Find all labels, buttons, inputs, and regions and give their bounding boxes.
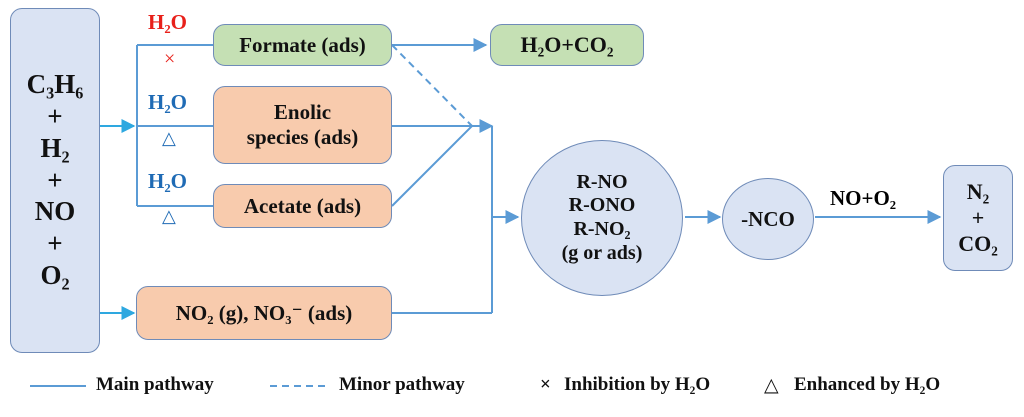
legend-main-label: Main pathway <box>96 374 214 395</box>
inhibition-symbol: × <box>164 48 176 70</box>
reagent-label: NO+O₂ <box>830 186 897 210</box>
rno2-label: R-NO₂ <box>573 218 631 240</box>
final-products-box: N₂ + CO₂ <box>943 165 1013 271</box>
reactant-hydrogen: H₂ <box>40 132 70 163</box>
legend-enhance-symbol: △ <box>764 375 779 396</box>
enhanced-symbol-acetate: △ <box>162 206 176 226</box>
reactant-propene: C₃H₆ <box>26 68 84 99</box>
plus-sign: + <box>971 205 985 231</box>
nitrates-box: NO₂ (g), NO₃⁻ (ads) <box>136 286 392 340</box>
minor-path-formate <box>391 44 473 127</box>
rno-label: R-NO <box>576 170 628 193</box>
formate-box: Formate (ads) <box>213 24 392 66</box>
enolic-species-box: Enolic species (ads) <box>213 86 392 164</box>
acetate-to-merge <box>391 125 473 207</box>
nitrogen-label: N₂ <box>966 179 990 205</box>
enolic-label-line1: Enolic <box>273 100 332 125</box>
reactant-oxygen: O₂ <box>40 260 70 291</box>
water-label-acetate: H₂O <box>148 169 187 193</box>
water-label-formate: H₂O <box>148 10 187 34</box>
reactant-no: NO <box>34 196 76 227</box>
co2-label: CO₂ <box>958 230 998 256</box>
legend-minor-label: Minor pathway <box>339 374 465 395</box>
acetate-label: Acetate (ads) <box>243 193 362 218</box>
nco-label: -NCO <box>741 206 795 231</box>
plus-sign: + <box>47 164 63 195</box>
combustion-products-label: H₂O+CO₂ <box>520 32 614 58</box>
plus-sign: + <box>47 228 63 259</box>
combustion-products-box: H₂O+CO₂ <box>490 24 644 66</box>
legend-inhibit-label: Inhibition by H₂O <box>564 374 711 395</box>
enhanced-symbol-enolic: △ <box>162 128 176 148</box>
legend-inhibit-symbol: × <box>540 374 551 395</box>
reactants-box: C₃H₆ + H₂ + NO + O₂ <box>10 8 100 353</box>
phase-label: (g or ads) <box>561 241 643 264</box>
legend-enhance-label: Enhanced by H₂O <box>794 374 941 395</box>
acetate-box: Acetate (ads) <box>213 184 392 228</box>
plus-sign: + <box>47 100 63 131</box>
rno-intermediates-circle: R-NO R-ONO R-NO₂ (g or ads) <box>521 140 683 296</box>
nco-circle: -NCO <box>722 178 814 260</box>
formate-label: Formate (ads) <box>239 32 366 57</box>
enolic-label-line2: species (ads) <box>246 125 359 149</box>
rono-label: R-ONO <box>568 194 636 217</box>
water-label-enolic: H₂O <box>148 90 187 114</box>
nitrates-label: NO₂ (g), NO₃⁻ (ads) <box>175 300 353 325</box>
